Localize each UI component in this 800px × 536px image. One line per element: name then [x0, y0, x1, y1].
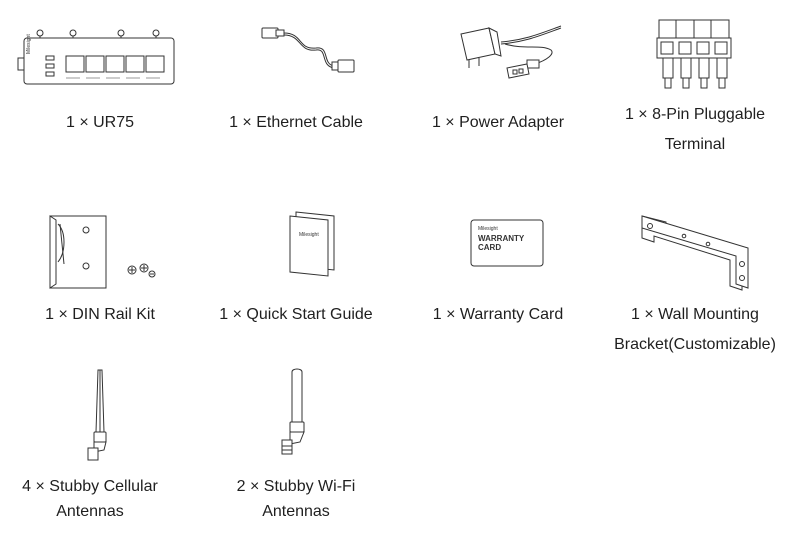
card-title-line-1: WARRANTY	[478, 234, 525, 243]
warranty-card-illustration: Milesight WARRANTY CARD	[470, 219, 544, 267]
ethernet-cable-illustration	[258, 22, 358, 86]
wall-mounting-bracket-caption: 1 × Wall Mounting Bracket(Customizable)	[590, 300, 800, 360]
ur75-router-illustration: Milesight	[17, 28, 180, 90]
caption-line: 2 × Stubby Wi-Fi	[236, 478, 356, 495]
caption-line: 1 × Ethernet Cable	[229, 114, 363, 131]
warranty-card-caption: 1 × Warranty Card	[398, 300, 598, 330]
power-adapter-caption: 1 × Power Adapter	[398, 108, 598, 138]
caption-line: Bracket(Customizable)	[614, 336, 776, 353]
guide-brand-text: Milesight	[299, 232, 319, 238]
ur75-brand-text: Milesight	[26, 34, 32, 54]
caption-line: 1 × Wall Mounting	[631, 306, 759, 323]
cellular-antenna-illustration	[86, 368, 116, 462]
caption-line: 1 × Power Adapter	[431, 114, 565, 131]
card-brand-text: Milesight	[478, 226, 498, 232]
caption-line: Antennas	[56, 503, 124, 520]
caption-line: 1 × Warranty Card	[432, 306, 564, 323]
pluggable-terminal-caption: 1 × 8-Pin Pluggable Terminal	[590, 100, 800, 160]
cellular-antennas-caption: 4 × Stubby Cellular Antennas	[0, 474, 180, 524]
card-title-line-2: CARD	[478, 243, 501, 252]
din-rail-kit-caption: 1 × DIN Rail Kit	[0, 300, 200, 330]
wall-mounting-bracket-illustration	[636, 212, 754, 291]
quick-start-guide-illustration: Milesight	[286, 210, 338, 280]
caption-line: 1 × 8-Pin Pluggable	[624, 106, 766, 123]
din-rail-kit-illustration	[44, 212, 160, 290]
caption-line: 1 × UR75	[65, 114, 135, 131]
caption-line: Terminal	[664, 136, 726, 153]
ethernet-cable-caption: 1 × Ethernet Cable	[196, 108, 396, 138]
pluggable-terminal-illustration	[655, 18, 733, 90]
caption-line: 1 × DIN Rail Kit	[45, 306, 155, 323]
caption-line: Antennas	[262, 503, 330, 520]
wifi-antenna-illustration	[278, 368, 312, 458]
power-adapter-illustration	[455, 20, 565, 90]
caption-line: 4 × Stubby Cellular	[22, 478, 158, 495]
ur75-caption: 1 × UR75	[0, 108, 200, 138]
caption-line: 1 × Quick Start Guide	[219, 306, 373, 323]
wifi-antennas-caption: 2 × Stubby Wi-Fi Antennas	[196, 474, 396, 524]
quick-start-guide-caption: 1 × Quick Start Guide	[196, 300, 396, 330]
